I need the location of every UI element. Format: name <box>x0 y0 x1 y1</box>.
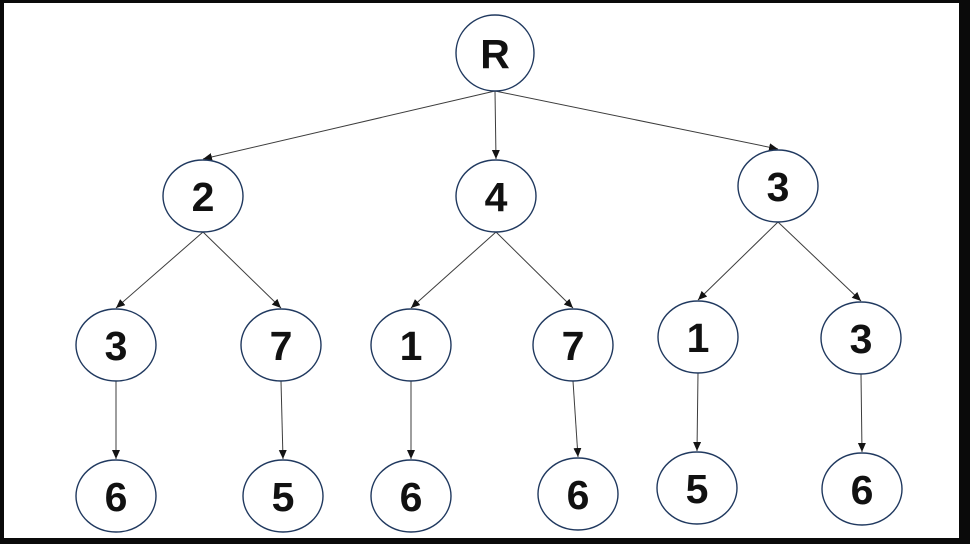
node-label: R <box>480 31 510 77</box>
node-label: 2 <box>192 174 215 220</box>
tree-node-L3c: 6 <box>370 459 452 533</box>
node-label: 6 <box>105 474 128 520</box>
edge-L2f-L3f <box>857 373 866 453</box>
node-label: 7 <box>562 323 585 369</box>
edge-L2d-L3d <box>572 380 582 458</box>
node-circle <box>537 457 619 531</box>
node-label: 3 <box>850 316 873 362</box>
tree-node-L2b: 7 <box>240 308 322 382</box>
edge-R-L1a <box>202 90 496 161</box>
node-circle <box>737 149 819 223</box>
node-circle <box>455 14 535 92</box>
node-label: 6 <box>567 472 590 518</box>
node-circle <box>242 459 324 533</box>
tree-node-L2f: 3 <box>820 301 902 375</box>
edge-R-L1b <box>491 90 500 160</box>
edge-L1b-L2c <box>410 231 497 309</box>
edge-L2e-L3e <box>693 372 702 452</box>
node-circle <box>240 308 322 382</box>
node-circle <box>75 308 157 382</box>
node-label: 6 <box>400 474 423 520</box>
edges-layer <box>112 90 866 460</box>
tree-node-L1c: 3 <box>737 149 819 223</box>
node-circle <box>656 451 738 525</box>
node-label: 6 <box>851 467 874 513</box>
node-circle <box>370 459 452 533</box>
tree-node-L2a: 3 <box>75 308 157 382</box>
edge-L1c-L2e <box>697 221 779 301</box>
node-label: 1 <box>687 315 710 361</box>
edge-R-L1c <box>494 90 779 152</box>
tree-node-L2d: 7 <box>532 308 614 382</box>
tree-node-L3b: 5 <box>242 459 324 533</box>
edge-L2b-L3b <box>278 380 287 460</box>
edge-L1c-L2f <box>777 221 862 302</box>
tree-node-L1b: 4 <box>455 159 537 233</box>
node-circle <box>75 459 157 533</box>
node-circle <box>162 159 244 233</box>
edge-L1a-L2b <box>202 231 282 309</box>
node-circle <box>821 452 903 526</box>
edge-L1b-L2d <box>495 231 574 309</box>
node-label: 7 <box>270 323 293 369</box>
node-circle <box>455 159 537 233</box>
node-circle <box>532 308 614 382</box>
tree-node-L2c: 1 <box>370 308 452 382</box>
tree-node-R: R <box>455 14 535 92</box>
node-label: 3 <box>767 164 790 210</box>
node-label: 1 <box>400 323 423 369</box>
node-circle <box>370 308 452 382</box>
edge-L1a-L2a <box>115 231 204 309</box>
tree-node-L3f: 6 <box>821 452 903 526</box>
node-label: 5 <box>686 466 709 512</box>
tree-node-L3e: 5 <box>656 451 738 525</box>
node-circle <box>820 301 902 375</box>
tree-node-L1a: 2 <box>162 159 244 233</box>
tree-node-L3a: 6 <box>75 459 157 533</box>
node-circle <box>657 300 739 374</box>
canvas-paper <box>4 3 959 538</box>
node-label: 4 <box>485 174 508 220</box>
node-label: 3 <box>105 323 128 369</box>
tree-node-L2e: 1 <box>657 300 739 374</box>
tree-node-L3d: 6 <box>537 457 619 531</box>
node-label: 5 <box>272 474 295 520</box>
